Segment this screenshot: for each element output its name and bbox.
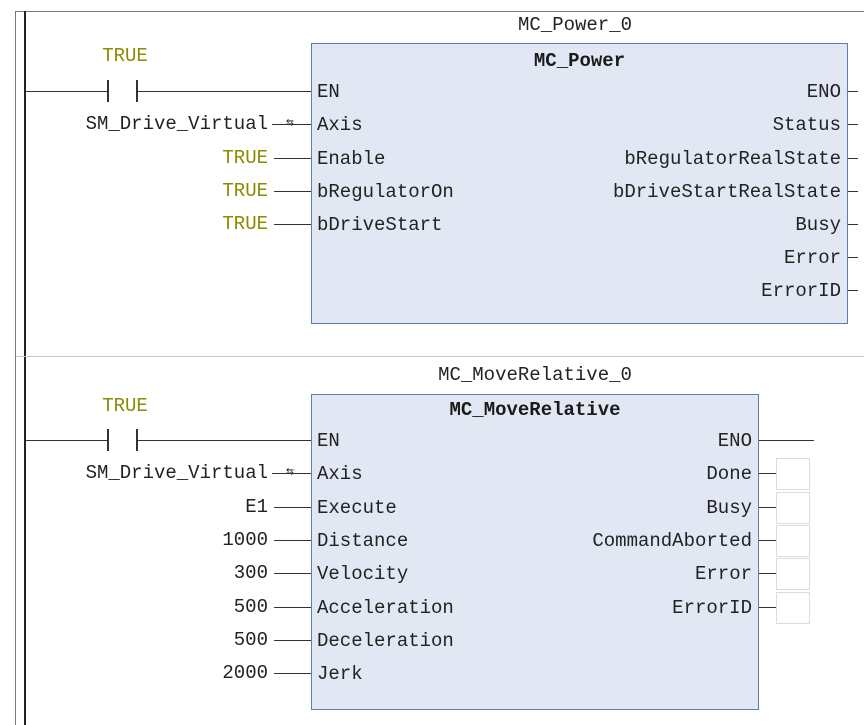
axis-variable[interactable]: SM_Drive_Virtual bbox=[85, 462, 268, 484]
input-pin-acceleration[interactable]: Acceleration bbox=[317, 597, 454, 619]
output-pin-commandaborted[interactable]: CommandAborted bbox=[592, 530, 752, 552]
error-output-variable-box[interactable] bbox=[776, 558, 810, 590]
function-block-mc-power[interactable]: MC_Power EN Axis Enable bRegulatorOn bDr… bbox=[311, 43, 848, 324]
wire bbox=[274, 673, 311, 674]
output-pin-bdrivestartrealstate[interactable]: bDriveStartRealState bbox=[612, 181, 841, 203]
enable-value[interactable]: TRUE bbox=[222, 147, 268, 169]
axis-variable[interactable]: SM_Drive_Virtual bbox=[85, 113, 268, 135]
execute-value[interactable]: E1 bbox=[245, 496, 268, 518]
output-pin-status[interactable]: Status bbox=[772, 114, 841, 136]
input-pin-deceleration[interactable]: Deceleration bbox=[317, 630, 454, 652]
contact-left-bar[interactable] bbox=[107, 429, 109, 451]
wire bbox=[274, 640, 311, 641]
contact-right-bar[interactable] bbox=[136, 429, 138, 451]
acceleration-value[interactable]: 500 bbox=[233, 596, 268, 618]
rung-separator bbox=[16, 356, 864, 357]
output-wire bbox=[848, 290, 858, 291]
jerk-value[interactable]: 2000 bbox=[222, 662, 268, 684]
input-pin-en[interactable]: EN bbox=[317, 81, 340, 103]
output-wire bbox=[848, 257, 858, 258]
input-pin-velocity[interactable]: Velocity bbox=[317, 563, 409, 585]
input-pin-distance[interactable]: Distance bbox=[317, 530, 409, 552]
output-pin-bregulatorrealstate[interactable]: bRegulatorRealState bbox=[624, 148, 841, 170]
wire bbox=[138, 440, 312, 441]
output-pin-busy[interactable]: Busy bbox=[706, 497, 752, 519]
wire bbox=[274, 573, 311, 574]
block-type-title: MC_Power bbox=[533, 50, 626, 72]
contact-right-bar[interactable] bbox=[136, 80, 138, 102]
velocity-value[interactable]: 300 bbox=[233, 562, 268, 584]
in-out-arrow-icon: ⇆ bbox=[286, 464, 294, 479]
input-pin-bregulatoron[interactable]: bRegulatorOn bbox=[317, 181, 454, 203]
output-pin-eno[interactable]: ENO bbox=[717, 430, 752, 452]
in-out-arrow-icon: ⇆ bbox=[286, 115, 294, 130]
instance-name[interactable]: MC_MoveRelative_0 bbox=[438, 364, 632, 386]
output-wire bbox=[759, 607, 776, 608]
output-wire bbox=[848, 91, 858, 92]
output-pin-done[interactable]: Done bbox=[706, 463, 752, 485]
output-wire bbox=[759, 507, 776, 508]
wire bbox=[26, 440, 107, 441]
output-pin-errorid[interactable]: ErrorID bbox=[761, 280, 841, 302]
deceleration-value[interactable]: 500 bbox=[233, 629, 268, 651]
busy-output-variable-box[interactable] bbox=[776, 492, 810, 524]
wire bbox=[274, 158, 311, 159]
output-wire bbox=[759, 573, 776, 574]
output-pin-eno[interactable]: ENO bbox=[806, 81, 841, 103]
wire bbox=[272, 473, 311, 474]
errorid-output-variable-box[interactable] bbox=[776, 592, 810, 624]
wire bbox=[274, 607, 311, 608]
output-pin-error[interactable]: Error bbox=[694, 563, 752, 585]
input-pin-execute[interactable]: Execute bbox=[317, 497, 397, 519]
block-type-title: MC_MoveRelative bbox=[449, 399, 621, 421]
output-pin-busy[interactable]: Busy bbox=[795, 214, 841, 236]
output-wire bbox=[848, 124, 858, 125]
input-pin-bdrivestart[interactable]: bDriveStart bbox=[317, 214, 443, 236]
editor-frame-top bbox=[15, 11, 864, 12]
distance-value[interactable]: 1000 bbox=[222, 529, 268, 551]
output-wire bbox=[848, 224, 858, 225]
output-wire bbox=[759, 540, 776, 541]
wire bbox=[274, 540, 311, 541]
input-pin-enable[interactable]: Enable bbox=[317, 148, 386, 170]
wire bbox=[272, 124, 311, 125]
output-pin-error[interactable]: Error bbox=[783, 247, 841, 269]
output-wire bbox=[759, 473, 776, 474]
commandaborted-output-variable-box[interactable] bbox=[776, 525, 810, 557]
input-pin-axis[interactable]: Axis bbox=[317, 114, 363, 136]
wire bbox=[26, 91, 107, 92]
input-pin-jerk[interactable]: Jerk bbox=[317, 663, 363, 685]
editor-frame-left bbox=[15, 11, 16, 725]
output-pin-errorid[interactable]: ErrorID bbox=[672, 597, 752, 619]
input-pin-axis[interactable]: Axis bbox=[317, 463, 363, 485]
input-pin-en[interactable]: EN bbox=[317, 430, 340, 452]
instance-name[interactable]: MC_Power_0 bbox=[517, 14, 633, 36]
function-block-mc-moverelative[interactable]: MC_MoveRelative EN Axis Execute Distance… bbox=[311, 394, 759, 710]
contact-variable[interactable]: TRUE bbox=[102, 45, 148, 67]
contact-variable[interactable]: TRUE bbox=[102, 395, 148, 417]
eno-output-wire bbox=[759, 440, 814, 441]
left-power-rail bbox=[24, 11, 26, 725]
bregulatoron-value[interactable]: TRUE bbox=[222, 180, 268, 202]
wire bbox=[138, 91, 312, 92]
wire bbox=[274, 507, 311, 508]
done-output-variable-box[interactable] bbox=[776, 458, 810, 490]
output-wire bbox=[848, 191, 858, 192]
contact-left-bar[interactable] bbox=[107, 80, 109, 102]
wire bbox=[274, 191, 311, 192]
output-wire bbox=[848, 158, 858, 159]
rung-2[interactable]: MC_MoveRelative_0 TRUE MC_MoveRelative E… bbox=[0, 357, 864, 725]
wire bbox=[274, 224, 311, 225]
rung-1[interactable]: MC_Power_0 TRUE MC_Power EN Axis Enable … bbox=[0, 0, 864, 356]
bdrivestart-value[interactable]: TRUE bbox=[222, 213, 268, 235]
